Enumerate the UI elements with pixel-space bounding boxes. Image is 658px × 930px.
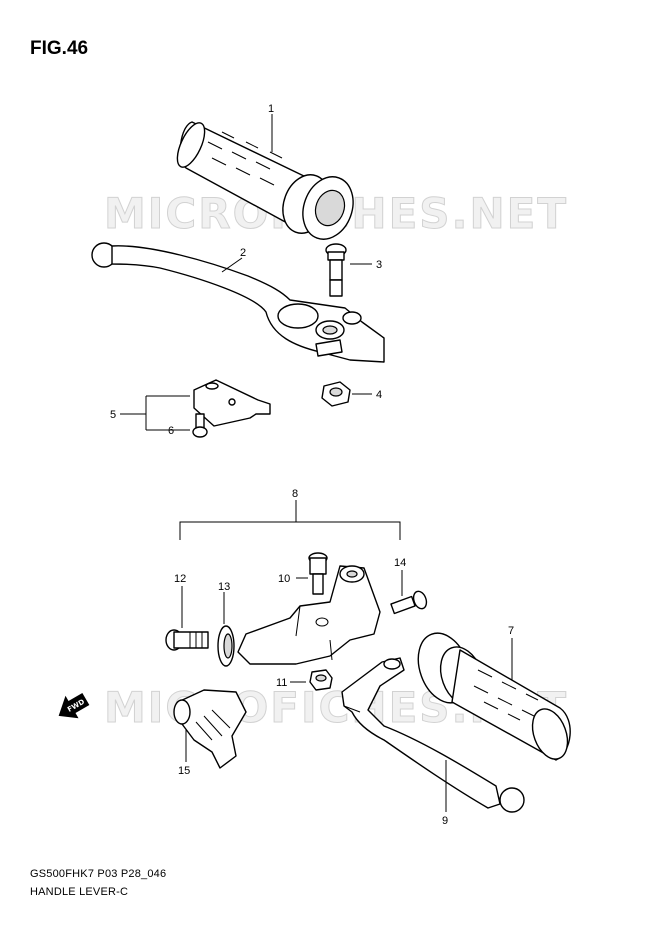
callout-2: 2 [240,247,246,259]
brake-lever [91,242,385,363]
callout-15: 15 [178,765,190,777]
pivot-bolt [325,243,347,297]
holder-screw [390,590,428,615]
callout-4: 4 [376,389,382,401]
callout-13: 13 [218,581,230,593]
holder-bolt [308,552,328,595]
callout-7: 7 [508,625,514,637]
callout-14: 14 [394,557,406,569]
callout-8: 8 [292,488,298,500]
callout-12: 12 [174,573,186,585]
adjuster-wheel [217,625,235,667]
switch-screw [192,413,208,438]
callout-11: 11 [276,677,287,689]
callout-5: 5 [110,409,116,421]
adjuster-bolt [165,629,209,651]
fwd-arrow-icon: FWD [58,692,90,719]
brake-light-switch [193,379,271,427]
grip-top [176,121,354,240]
footer-diagram-code: GS500FHK7 P03 P28_046 [30,868,167,880]
callout-9: 9 [442,815,448,827]
footer-diagram-name: HANDLE LEVER-C [30,886,129,898]
callout-3: 3 [376,259,382,271]
lever-nut [321,381,351,407]
grip-bottom [417,632,571,761]
clutch-lever [341,657,525,813]
lever-boot [173,689,247,769]
callout-1: 1 [268,103,274,115]
callout-6: 6 [168,425,174,437]
callout-10: 10 [278,573,290,585]
clutch-lever-holder [237,565,381,665]
holder-nut [309,669,333,691]
figure-title: FIG.46 [30,38,89,59]
